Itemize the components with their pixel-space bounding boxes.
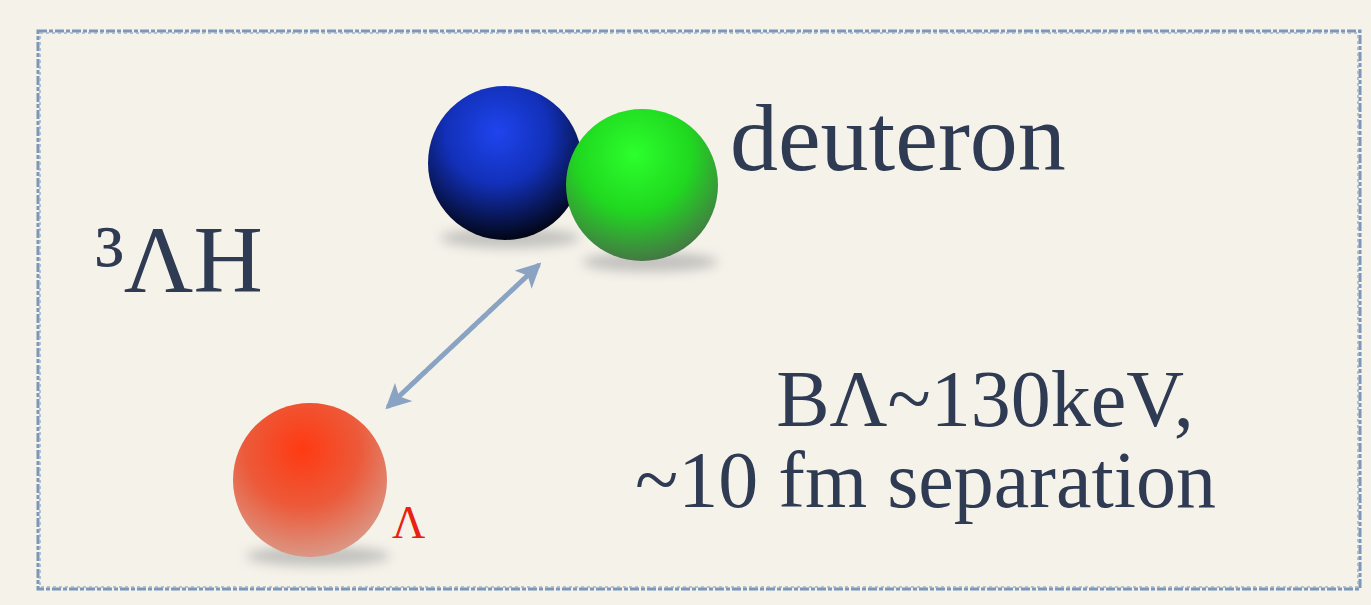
deuteron-spheres: deuteron bbox=[425, 84, 721, 266]
hypernucleus-symbol: ³ΛH bbox=[95, 212, 263, 308]
nucleon-sphere bbox=[566, 109, 718, 261]
binding-energy: BΛ~130keV, bbox=[776, 359, 1194, 439]
lambda-sphere: Λ bbox=[231, 401, 389, 559]
frame-border bbox=[38, 31, 1360, 589]
nucleon-sphere bbox=[428, 86, 582, 240]
separation-note: ~10 fm separation bbox=[635, 440, 1216, 520]
node-label: deuteron bbox=[730, 90, 1066, 186]
sphere-art bbox=[231, 401, 389, 559]
double-arrow bbox=[389, 266, 538, 406]
hyperon-sphere bbox=[233, 403, 387, 557]
sphere-art bbox=[425, 84, 721, 266]
node-label: Λ bbox=[392, 500, 425, 546]
